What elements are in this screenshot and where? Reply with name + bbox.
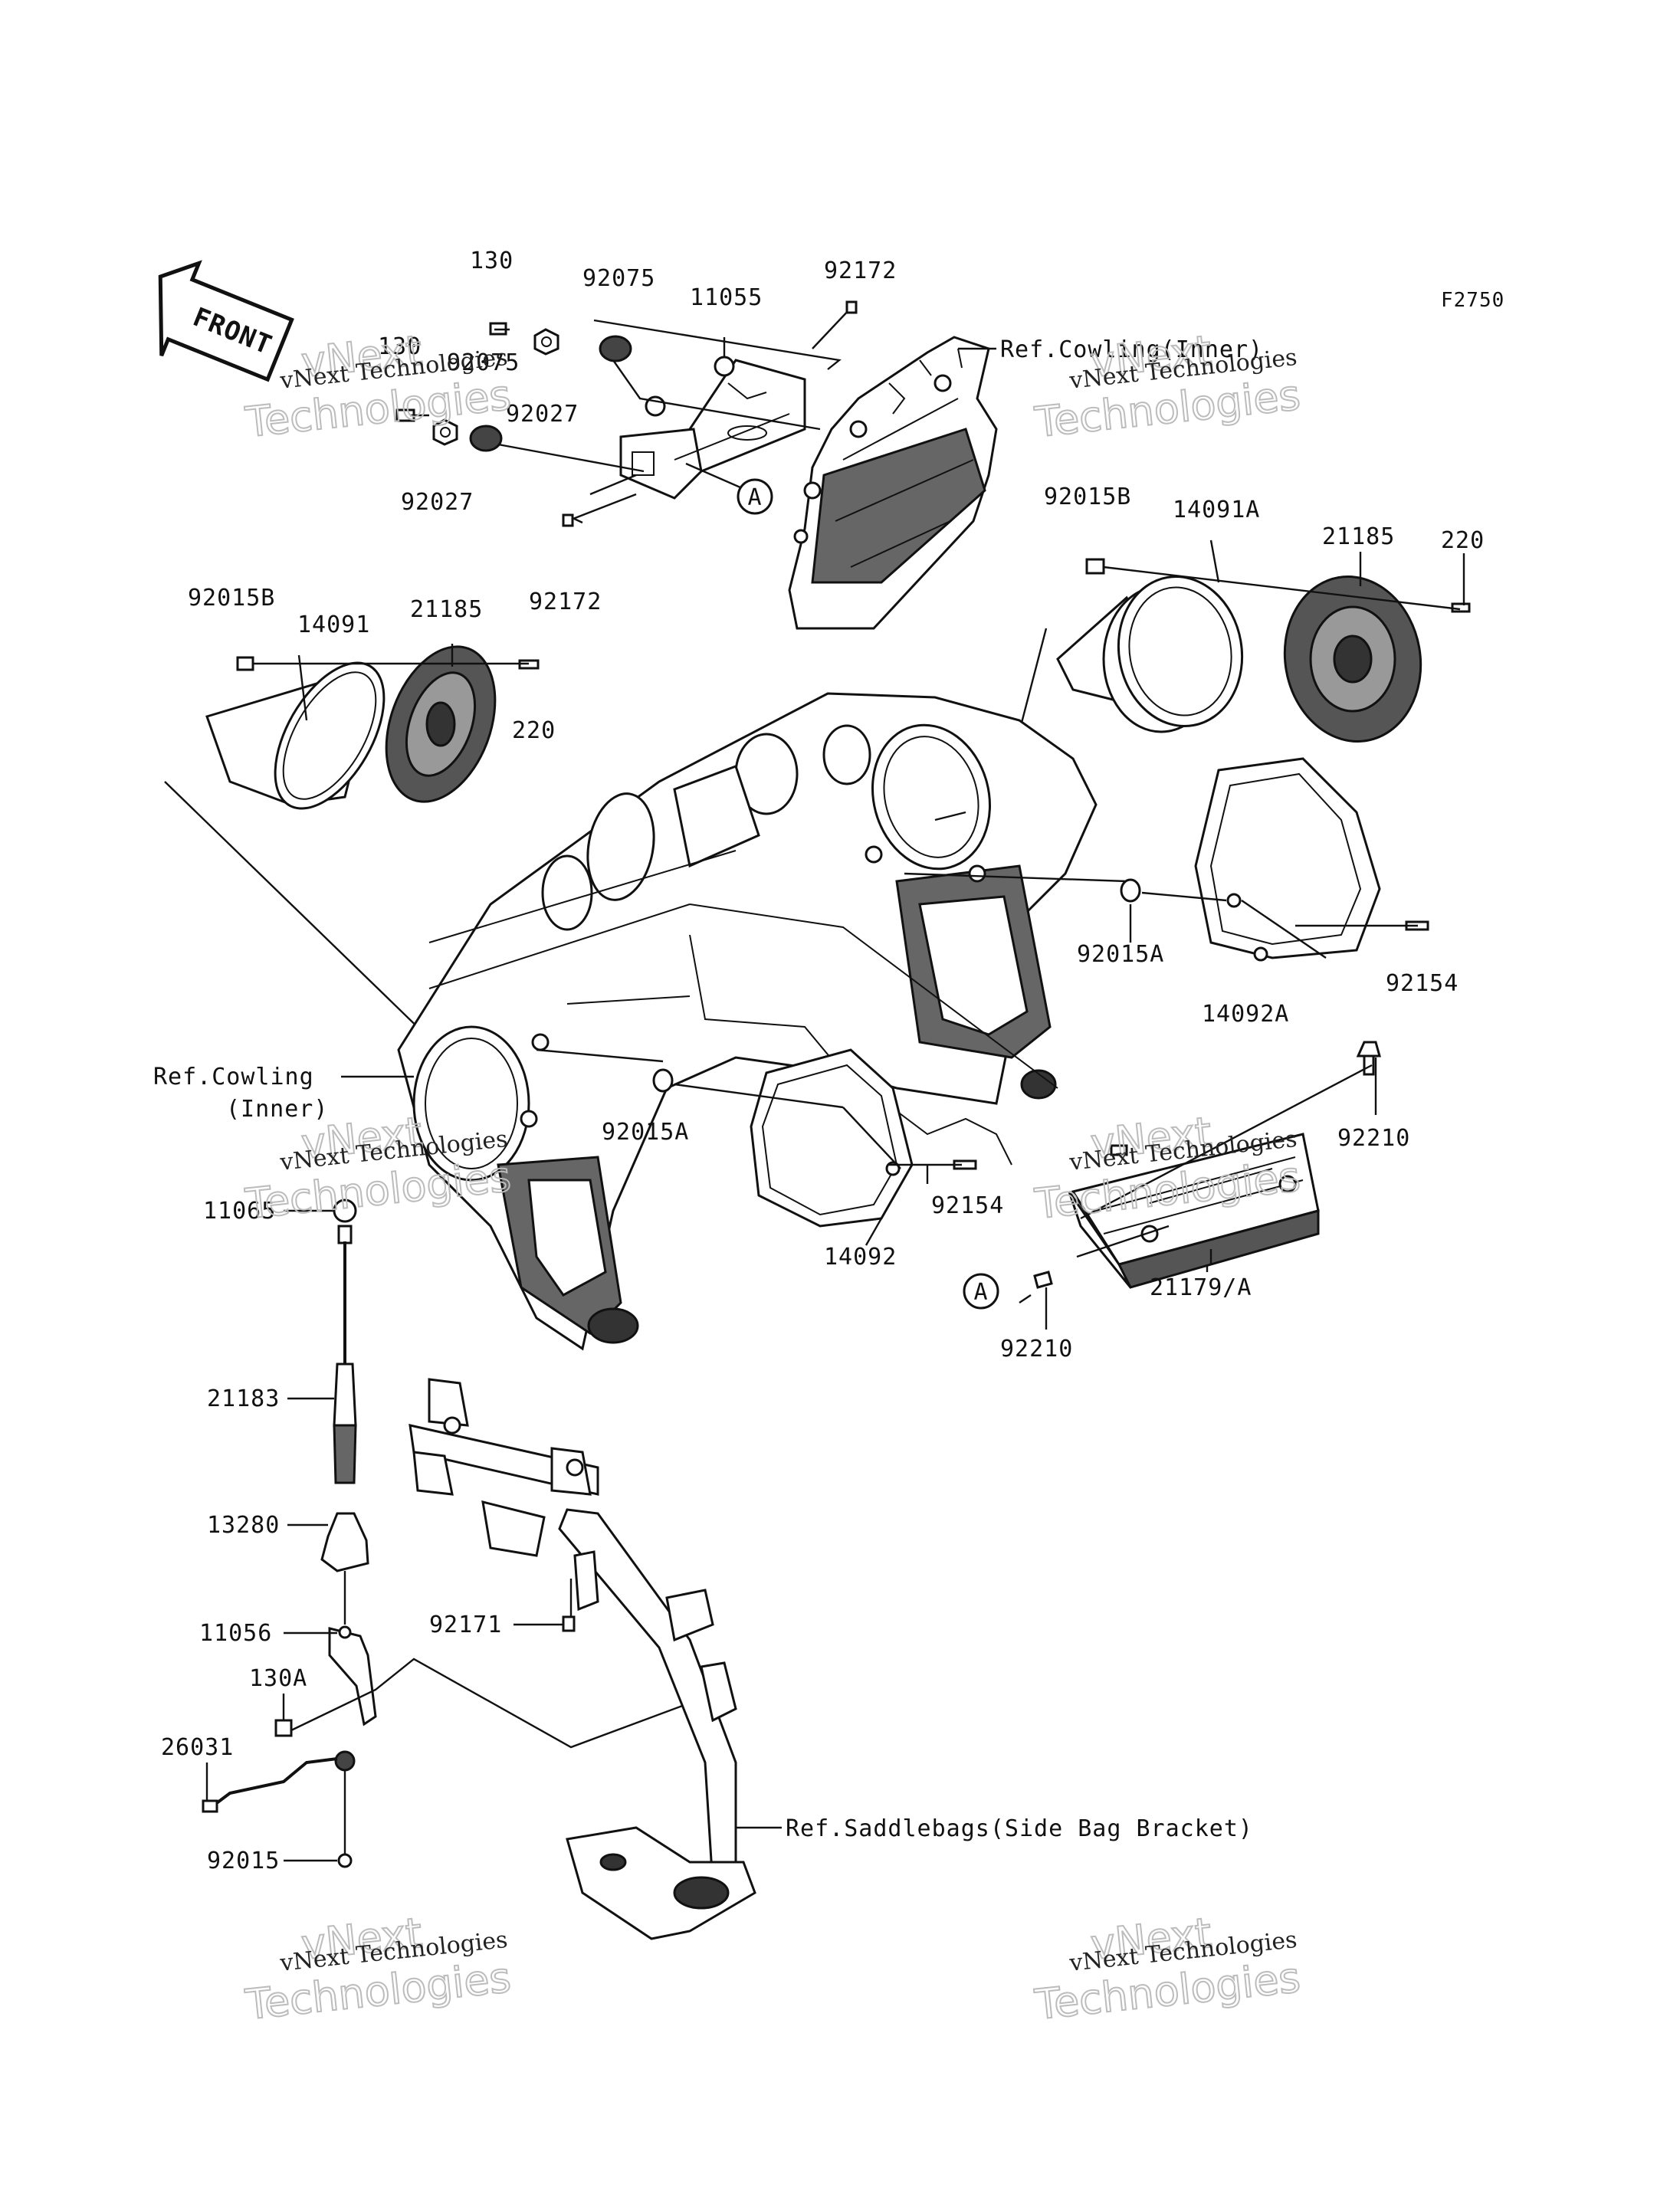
label-92015: 92015 [207,1848,280,1874]
ref-cowling-left-line1: Ref.Cowling [153,1064,314,1090]
ref-cowling-left-line2: (Inner) [226,1096,328,1123]
label-11056: 11056 [199,1620,272,1647]
label-14091: 14091 [297,612,370,638]
ref-cowling-inner-top: Ref.Cowling(Inner) [1000,336,1263,363]
label-14091A: 14091A [1173,497,1260,523]
label-130A: 130A [249,1665,307,1692]
speaker-grille-right-drawing [1120,757,1429,962]
label-21185-left: 21185 [410,596,483,623]
watermark-bottom-right: vNext vNext Technologies Technologies [1032,1908,1304,2030]
front-arrow-icon: FRONT [158,260,294,382]
watermark-bottom-left: vNext vNext Technologies Technologies [242,1908,514,2030]
label-11055: 11055 [690,284,763,311]
label-92075-top: 92075 [582,265,655,292]
callout-a-bottom [963,1273,999,1310]
label-220-right: 220 [1441,527,1485,554]
label-130-mid: 130 [378,333,422,360]
label-11065: 11065 [203,1198,276,1225]
label-92015B-left: 92015B [188,585,275,612]
side-bag-bracket-drawing [409,1378,756,1940]
label-26031: 26031 [161,1734,234,1761]
label-92075-mid: 92075 [447,349,520,376]
right-speaker-assembly-drawing [1056,558,1471,743]
left-speaker-assembly-drawing [205,645,540,810]
label-130-top: 130 [470,248,514,274]
label-92154-left: 92154 [931,1192,1004,1219]
label-92015B-right: 92015B [1044,484,1131,510]
label-92172-top: 92172 [824,257,897,284]
ref-saddlebags: Ref.Saddlebags(Side Bag Bracket) [786,1815,1253,1842]
inner-cowling-top-drawing [788,336,998,630]
label-21179A: 21179/A [1150,1274,1252,1301]
label-92015A-left: 92015A [602,1119,689,1146]
label-92210-bot: 92210 [1000,1336,1073,1362]
label-92027-b: 92027 [401,489,474,516]
label-figure-code: F2750 [1441,289,1504,312]
label-220-left: 220 [512,717,556,744]
callout-a-top [737,478,773,515]
label-92210-top: 92210 [1337,1125,1410,1152]
part-labels: F2750 130 130 92075 92075 92027 92027 11… [153,248,1504,1874]
label-92172-bot: 92172 [529,589,602,615]
main-fairing-drawing [397,692,1098,1351]
label-14092A: 14092A [1202,1001,1289,1028]
antenna-assembly-drawing [202,1199,377,1868]
speaker-grille-left-drawing [652,1048,977,1228]
label-92027-a: 92027 [506,401,579,428]
label-21185-right: 21185 [1322,523,1395,550]
callout-a-top-letter: A [747,484,762,511]
top-bracket-drawing [619,356,806,500]
label-92171: 92171 [429,1612,502,1638]
label-14092: 14092 [824,1244,897,1271]
callout-a-bottom-letter: A [973,1279,988,1306]
label-13280: 13280 [207,1512,280,1539]
top-hardware-drawing [395,300,858,527]
label-92015A-right: 92015A [1077,941,1164,968]
label-92154-right: 92154 [1386,970,1459,997]
label-21183: 21183 [207,1385,280,1412]
